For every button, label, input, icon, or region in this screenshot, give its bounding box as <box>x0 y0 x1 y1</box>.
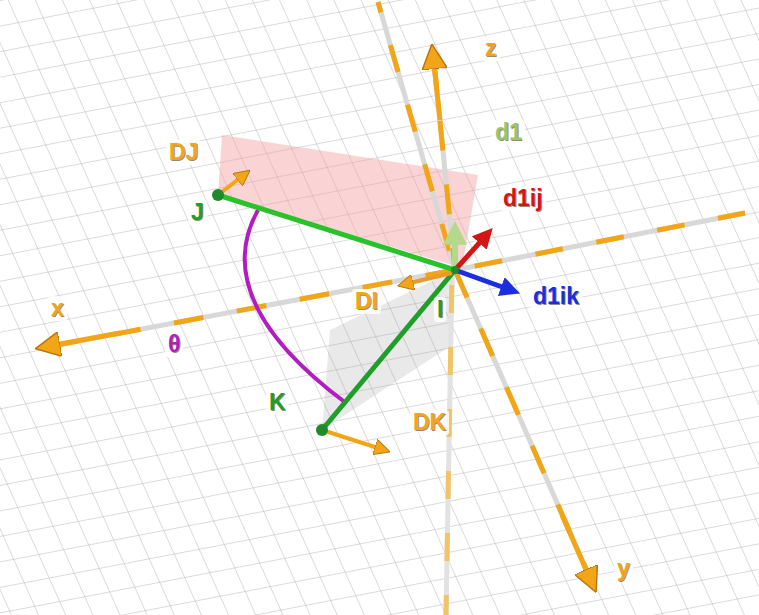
d1ik-vector <box>455 270 505 288</box>
vector-label: DK <box>410 410 449 435</box>
angle-label: θ <box>165 332 183 357</box>
atom-label: I <box>434 297 446 322</box>
atom-label: K <box>266 390 289 415</box>
bond-line <box>218 195 455 270</box>
vector-label: d1ik <box>530 284 582 309</box>
axis-label: x <box>48 296 67 321</box>
vector-label: d1 <box>492 120 525 145</box>
vector-label: d1ij <box>500 186 546 211</box>
atom-dot <box>212 189 224 201</box>
d1ij-vector <box>455 240 482 270</box>
atom-label: J <box>188 200 207 225</box>
direction-vector <box>322 430 378 448</box>
atom-dot <box>451 266 459 274</box>
ij-plane <box>218 135 478 268</box>
vector-label: DI <box>352 289 381 314</box>
z-axis <box>434 62 455 270</box>
ik-plane <box>322 270 455 430</box>
vector-label: DJ <box>166 140 201 165</box>
angle-arc <box>245 210 346 403</box>
x-axis <box>52 270 455 346</box>
direction-vector <box>410 273 452 283</box>
bond-line <box>322 270 455 430</box>
atom-dot <box>316 424 328 436</box>
axis-label: y <box>614 556 633 581</box>
axis-label: z <box>482 36 500 61</box>
y-axis <box>455 270 590 578</box>
